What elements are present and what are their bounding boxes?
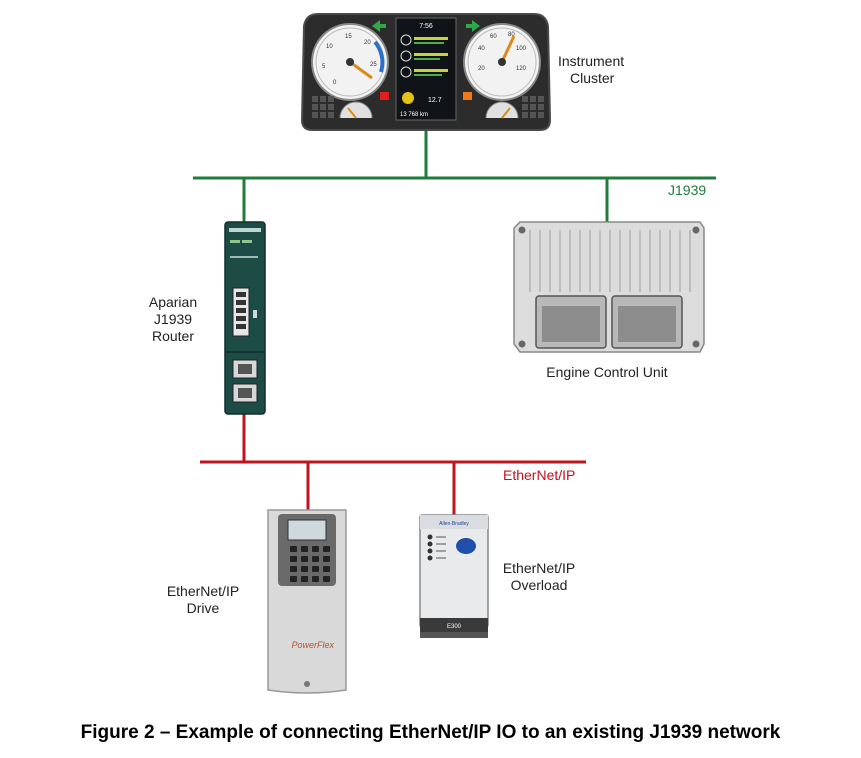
cluster-display-temp: 12.7: [428, 97, 442, 104]
overload-blue-dial: [456, 538, 476, 554]
drive-label-line2: Drive: [186, 600, 220, 616]
overload-label-line2: Overload: [510, 577, 568, 593]
overload-label: EtherNet/IP Overload: [494, 560, 584, 594]
right-gauge-tick-1: 40: [478, 46, 485, 52]
instrument-cluster-label-line2: Cluster: [570, 70, 615, 86]
left-gauge-tick-2: 10: [326, 44, 333, 50]
ethernet-network: [200, 414, 586, 515]
left-gauge-tick-1: 5: [322, 64, 326, 70]
drive-label-line1: EtherNet/IP: [166, 583, 240, 599]
router-label-line1: Aparian: [148, 294, 198, 310]
right-gauge-tick-4: 100: [516, 46, 527, 52]
cluster-display-odometer: 13 768 km: [400, 112, 428, 118]
cluster-display-time: 7:56: [419, 23, 433, 30]
drive-label: EtherNet/IP Drive: [158, 583, 248, 617]
router-label-line3: Router: [151, 328, 195, 344]
j1939-network-label: J1939: [668, 182, 707, 198]
engine-control-unit: [513, 221, 705, 353]
right-gauge-tick-5: 120: [516, 66, 527, 72]
right-turn-arrow-icon: [466, 20, 480, 32]
left-gauge-tick-5: 25: [370, 62, 377, 68]
instrument-cluster-label: Instrument Cluster: [558, 53, 638, 87]
instrument-cluster: 0 5 10 15 20 25 20 40 60 80 100 120 7:56…: [300, 13, 552, 131]
right-gauge-tick-0: 20: [478, 66, 485, 72]
instrument-cluster-label-line1: Instrument: [558, 53, 625, 69]
j1939-network: [193, 130, 716, 224]
router-label-line2: J1939: [153, 311, 193, 327]
powerflex-drive: PowerFlex: [267, 509, 347, 694]
figure-caption: Figure 2 – Example of connecting EtherNe…: [80, 722, 781, 743]
left-gauge-tick-0: 0: [333, 80, 337, 86]
ecu-label: Engine Control Unit: [546, 364, 668, 380]
left-turn-arrow-icon: [372, 20, 386, 32]
ethernet-network-label: EtherNet/IP: [503, 467, 576, 483]
drive-keypad-display: [287, 519, 327, 541]
right-gauge-tick-2: 60: [490, 34, 497, 40]
aparian-router: [224, 221, 266, 415]
left-gauge-tick-4: 20: [364, 40, 371, 46]
overload-model-text: E300: [447, 624, 462, 630]
right-gauge-tick-3: 80: [508, 32, 515, 38]
left-gauge-tick-3: 15: [345, 34, 352, 40]
e300-overload: Allen-Bradley E300: [419, 514, 489, 638]
drive-brand-text: PowerFlex: [291, 640, 334, 650]
overload-brand-text: Allen-Bradley: [439, 521, 469, 527]
overload-label-line1: EtherNet/IP: [502, 560, 576, 576]
router-label: Aparian J1939 Router: [138, 294, 208, 345]
